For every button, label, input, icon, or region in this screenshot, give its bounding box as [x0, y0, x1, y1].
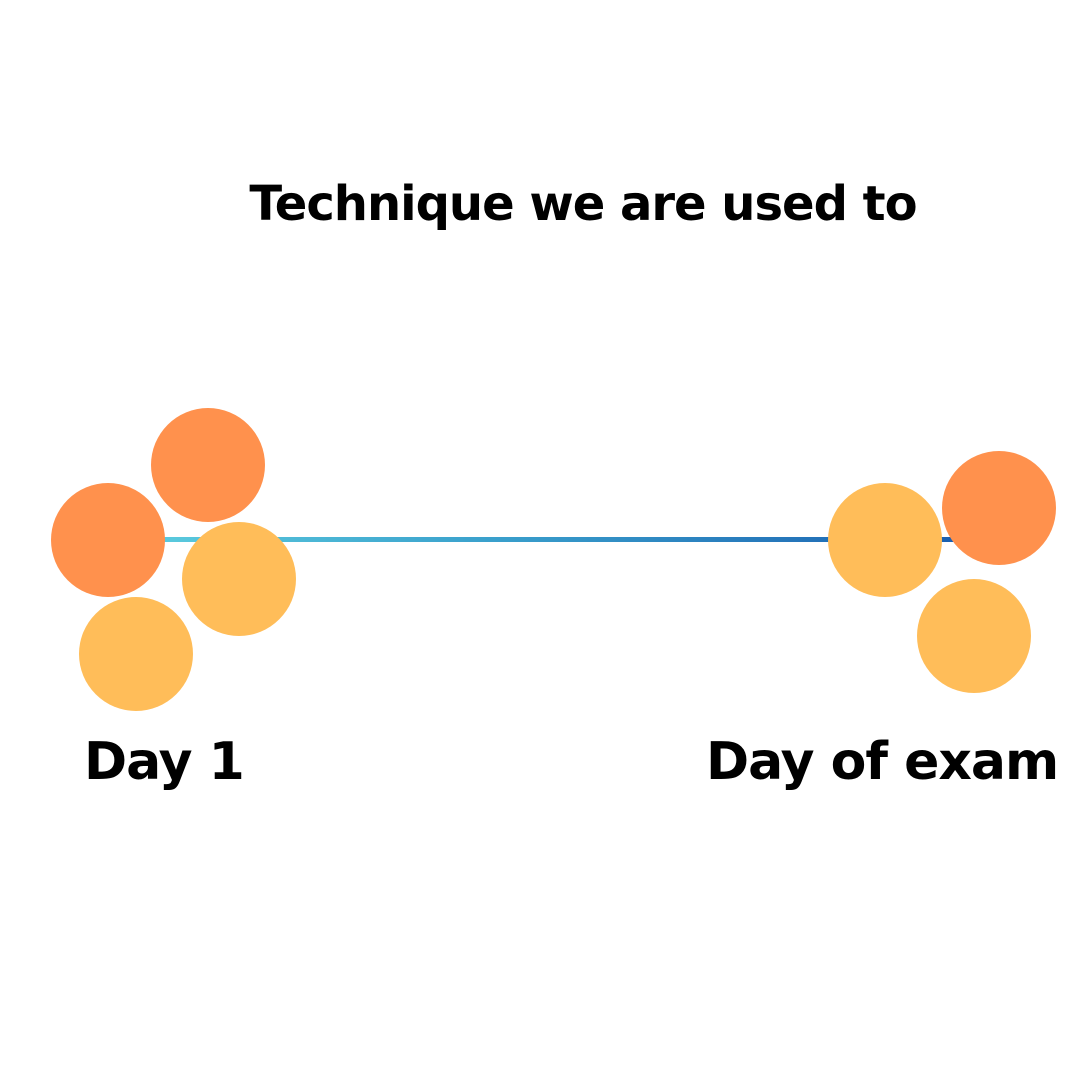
start-cluster-circle-orange-top: [151, 408, 265, 522]
end-cluster-circle-yellow-bottom: [917, 579, 1031, 693]
start-cluster-circle-yellow-right: [182, 522, 296, 636]
start-cluster-circle-orange-left: [51, 483, 165, 597]
end-cluster-circle-yellow-left: [828, 483, 942, 597]
diagram-title: Technique we are used to: [249, 176, 917, 232]
start-label: Day 1: [84, 732, 245, 792]
end-cluster-circle-orange-right: [942, 451, 1056, 565]
start-cluster-circle-yellow-bottom: [79, 597, 193, 711]
timeline-line: [108, 537, 958, 542]
end-label: Day of exam: [706, 732, 1059, 792]
